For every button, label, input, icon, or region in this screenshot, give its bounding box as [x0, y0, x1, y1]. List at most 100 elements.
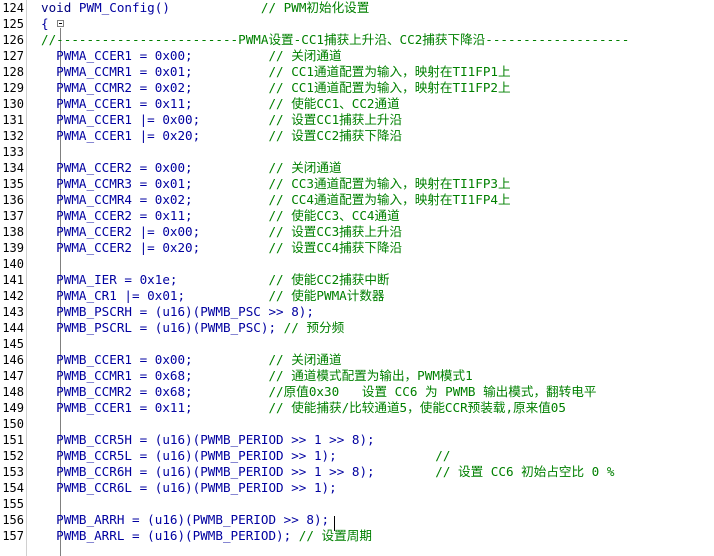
line-number: 148: [2, 385, 24, 399]
code-line[interactable]: 126 //------------------------PWMA设置-CC1捕…: [0, 32, 714, 48]
code-line[interactable]: 137 PWMA_CCER2 = 0x11; // 使能CC3、CC4通道: [0, 208, 714, 224]
line-number: 149: [2, 401, 24, 415]
code-line[interactable]: 153 PWMB_CCR6H = (u16)(PWMB_PERIOD >> 1 …: [0, 464, 714, 480]
code-line[interactable]: 152 PWMB_CCR5L = (u16)(PWMB_PERIOD >> 1)…: [0, 448, 714, 464]
line-number: 154: [2, 481, 24, 495]
code-line[interactable]: 150: [0, 416, 714, 432]
code-line[interactable]: 157 PWMB_ARRL = (u16)(PWMB_PERIOD); // 设…: [0, 528, 714, 544]
line-number: 127: [2, 49, 24, 63]
line-number: 134: [2, 161, 24, 175]
line-number: 141: [2, 273, 24, 287]
code-text[interactable]: PWMB_ARRH = (u16)(PWMB_PERIOD >> 8);: [41, 512, 330, 527]
code-line[interactable]: 132 PWMA_CCER1 |= 0x20; // 设置CC2捕获下降沿: [0, 128, 714, 144]
code-line[interactable]: 131 PWMA_CCER1 |= 0x00; // 设置CC1捕获上升沿: [0, 112, 714, 128]
line-number: 124: [2, 1, 24, 15]
line-number: 152: [2, 449, 24, 463]
code-text[interactable]: PWMB_CCR6L = (u16)(PWMB_PERIOD >> 1);: [41, 480, 337, 495]
code-line[interactable]: 142 PWMA_CR1 |= 0x01; // 使能PWMA计数器: [0, 288, 714, 304]
code-text[interactable]: void PWM_Config() // PWM初始化设置: [41, 0, 370, 15]
line-number: 150: [2, 417, 24, 431]
fold-guide: [60, 28, 61, 556]
code-text[interactable]: PWMA_IER = 0x1e; // 使能CC2捕获中断: [41, 272, 390, 287]
code-line[interactable]: 140: [0, 256, 714, 272]
code-line[interactable]: 125 {: [0, 16, 714, 32]
code-text[interactable]: PWMB_CCER1 = 0x11; // 使能捕获/比较通道5，使能CCR预装…: [41, 400, 566, 415]
line-number: 146: [2, 353, 24, 367]
code-line[interactable]: 149 PWMB_CCER1 = 0x11; // 使能捕获/比较通道5，使能C…: [0, 400, 714, 416]
code-text[interactable]: PWMB_PSCRH = (u16)(PWMB_PSC >> 8);: [41, 304, 314, 319]
line-number: 143: [2, 305, 24, 319]
code-text[interactable]: PWMB_CCR6H = (u16)(PWMB_PERIOD >> 1 >> 8…: [41, 464, 615, 479]
code-text[interactable]: PWMB_CCER1 = 0x00; // 关闭通道: [41, 352, 342, 367]
line-number: 129: [2, 81, 24, 95]
line-number: 139: [2, 241, 24, 255]
line-number: 140: [2, 257, 24, 271]
code-line[interactable]: 136 PWMA_CCMR4 = 0x02; // CC4通道配置为输入，映射在…: [0, 192, 714, 208]
code-line[interactable]: 148 PWMB_CCMR2 = 0x68; //原值0x30 设置 CC6 为…: [0, 384, 714, 400]
code-line[interactable]: 128 PWMA_CCMR1 = 0x01; // CC1通道配置为输入，映射在…: [0, 64, 714, 80]
code-text[interactable]: PWMB_PSCRL = (u16)(PWMB_PSC); // 预分频: [41, 320, 345, 335]
code-line[interactable]: 155: [0, 496, 714, 512]
code-line[interactable]: 156 PWMB_ARRH = (u16)(PWMB_PERIOD >> 8);: [0, 512, 714, 528]
code-line[interactable]: 145: [0, 336, 714, 352]
code-text[interactable]: PWMA_CCER1 |= 0x20; // 设置CC2捕获下降沿: [41, 128, 403, 143]
fold-margin: [27, 0, 64, 556]
code-lines[interactable]: 124 void PWM_Config() // PWM初始化设置 125 {126 /…: [0, 0, 714, 544]
code-line[interactable]: 133: [0, 144, 714, 160]
line-number: 151: [2, 433, 24, 447]
code-text[interactable]: PWMA_CCER2 = 0x11; // 使能CC3、CC4通道: [41, 208, 400, 223]
code-line[interactable]: 129 PWMA_CCMR2 = 0x02; // CC1通道配置为输入，映射在…: [0, 80, 714, 96]
code-line[interactable]: 141 PWMA_IER = 0x1e; // 使能CC2捕获中断: [0, 272, 714, 288]
code-text[interactable]: PWMA_CR1 |= 0x01; // 使能PWMA计数器: [41, 288, 385, 303]
line-number: 125: [2, 17, 24, 31]
code-line[interactable]: 154 PWMB_CCR6L = (u16)(PWMB_PERIOD >> 1)…: [0, 480, 714, 496]
code-line[interactable]: 124 void PWM_Config() // PWM初始化设置: [0, 0, 714, 16]
code-text[interactable]: PWMB_CCR5L = (u16)(PWMB_PERIOD >> 1); //: [41, 448, 451, 463]
code-line[interactable]: 151 PWMB_CCR5H = (u16)(PWMB_PERIOD >> 1 …: [0, 432, 714, 448]
line-number: 156: [2, 513, 24, 527]
code-text[interactable]: PWMB_ARRL = (u16)(PWMB_PERIOD); // 设置周期: [41, 528, 372, 543]
line-number: 153: [2, 465, 24, 479]
line-number: 144: [2, 321, 24, 335]
text-cursor: [334, 516, 335, 531]
fold-toggle-icon[interactable]: [57, 20, 64, 27]
code-line[interactable]: 147 PWMB_CCMR1 = 0x68; // 通道模式配置为输出，PWM模…: [0, 368, 714, 384]
code-text[interactable]: PWMA_CCER1 = 0x00; // 关闭通道: [41, 48, 342, 63]
code-line[interactable]: 138 PWMA_CCER2 |= 0x00; // 设置CC3捕获上升沿: [0, 224, 714, 240]
code-text[interactable]: PWMB_CCMR2 = 0x68; //原值0x30 设置 CC6 为 PWM…: [41, 384, 597, 399]
code-line[interactable]: 144 PWMB_PSCRL = (u16)(PWMB_PSC); // 预分频: [0, 320, 714, 336]
code-line[interactable]: 146 PWMB_CCER1 = 0x00; // 关闭通道: [0, 352, 714, 368]
code-line[interactable]: 127 PWMA_CCER1 = 0x00; // 关闭通道: [0, 48, 714, 64]
code-text[interactable]: PWMA_CCMR4 = 0x02; // CC4通道配置为输入，映射在TI1F…: [41, 192, 511, 207]
line-number: 132: [2, 129, 24, 143]
line-number: 137: [2, 209, 24, 223]
code-text[interactable]: PWMA_CCMR1 = 0x01; // CC1通道配置为输入，映射在TI1F…: [41, 64, 511, 79]
line-number: 126: [2, 33, 24, 47]
code-line[interactable]: 143 PWMB_PSCRH = (u16)(PWMB_PSC >> 8);: [0, 304, 714, 320]
code-text[interactable]: PWMA_CCMR2 = 0x02; // CC1通道配置为输入，映射在TI1F…: [41, 80, 511, 95]
code-text[interactable]: PWMA_CCER1 |= 0x00; // 设置CC1捕获上升沿: [41, 112, 403, 127]
code-line[interactable]: 139 PWMA_CCER2 |= 0x20; // 设置CC4捕获下降沿: [0, 240, 714, 256]
code-text[interactable]: PWMA_CCER2 = 0x00; // 关闭通道: [41, 160, 342, 175]
code-text[interactable]: PWMB_CCMR1 = 0x68; // 通道模式配置为输出，PWM模式1: [41, 368, 473, 383]
code-text[interactable]: PWMB_CCR5H = (u16)(PWMB_PERIOD >> 1 >> 8…: [41, 432, 375, 447]
code-text[interactable]: PWMA_CCER2 |= 0x00; // 设置CC3捕获上升沿: [41, 224, 403, 239]
code-line[interactable]: 130 PWMA_CCER1 = 0x11; // 使能CC1、CC2通道: [0, 96, 714, 112]
code-text[interactable]: PWMA_CCMR3 = 0x01; // CC3通道配置为输入，映射在TI1F…: [41, 176, 511, 191]
line-number: 136: [2, 193, 24, 207]
line-number: 135: [2, 177, 24, 191]
line-number: 130: [2, 97, 24, 111]
code-line[interactable]: 135 PWMA_CCMR3 = 0x01; // CC3通道配置为输入，映射在…: [0, 176, 714, 192]
line-number: 147: [2, 369, 24, 383]
code-text[interactable]: PWMA_CCER2 |= 0x20; // 设置CC4捕获下降沿: [41, 240, 403, 255]
code-text[interactable]: {: [41, 16, 49, 31]
code-text[interactable]: //------------------------PWMA设置-CC1捕获上升…: [41, 32, 630, 47]
line-number: 155: [2, 497, 24, 511]
code-text[interactable]: PWMA_CCER1 = 0x11; // 使能CC1、CC2通道: [41, 96, 400, 111]
line-number: 142: [2, 289, 24, 303]
code-line[interactable]: 134 PWMA_CCER2 = 0x00; // 关闭通道: [0, 160, 714, 176]
line-number: 138: [2, 225, 24, 239]
line-number: 145: [2, 337, 24, 351]
line-number-gutter: [0, 0, 27, 556]
